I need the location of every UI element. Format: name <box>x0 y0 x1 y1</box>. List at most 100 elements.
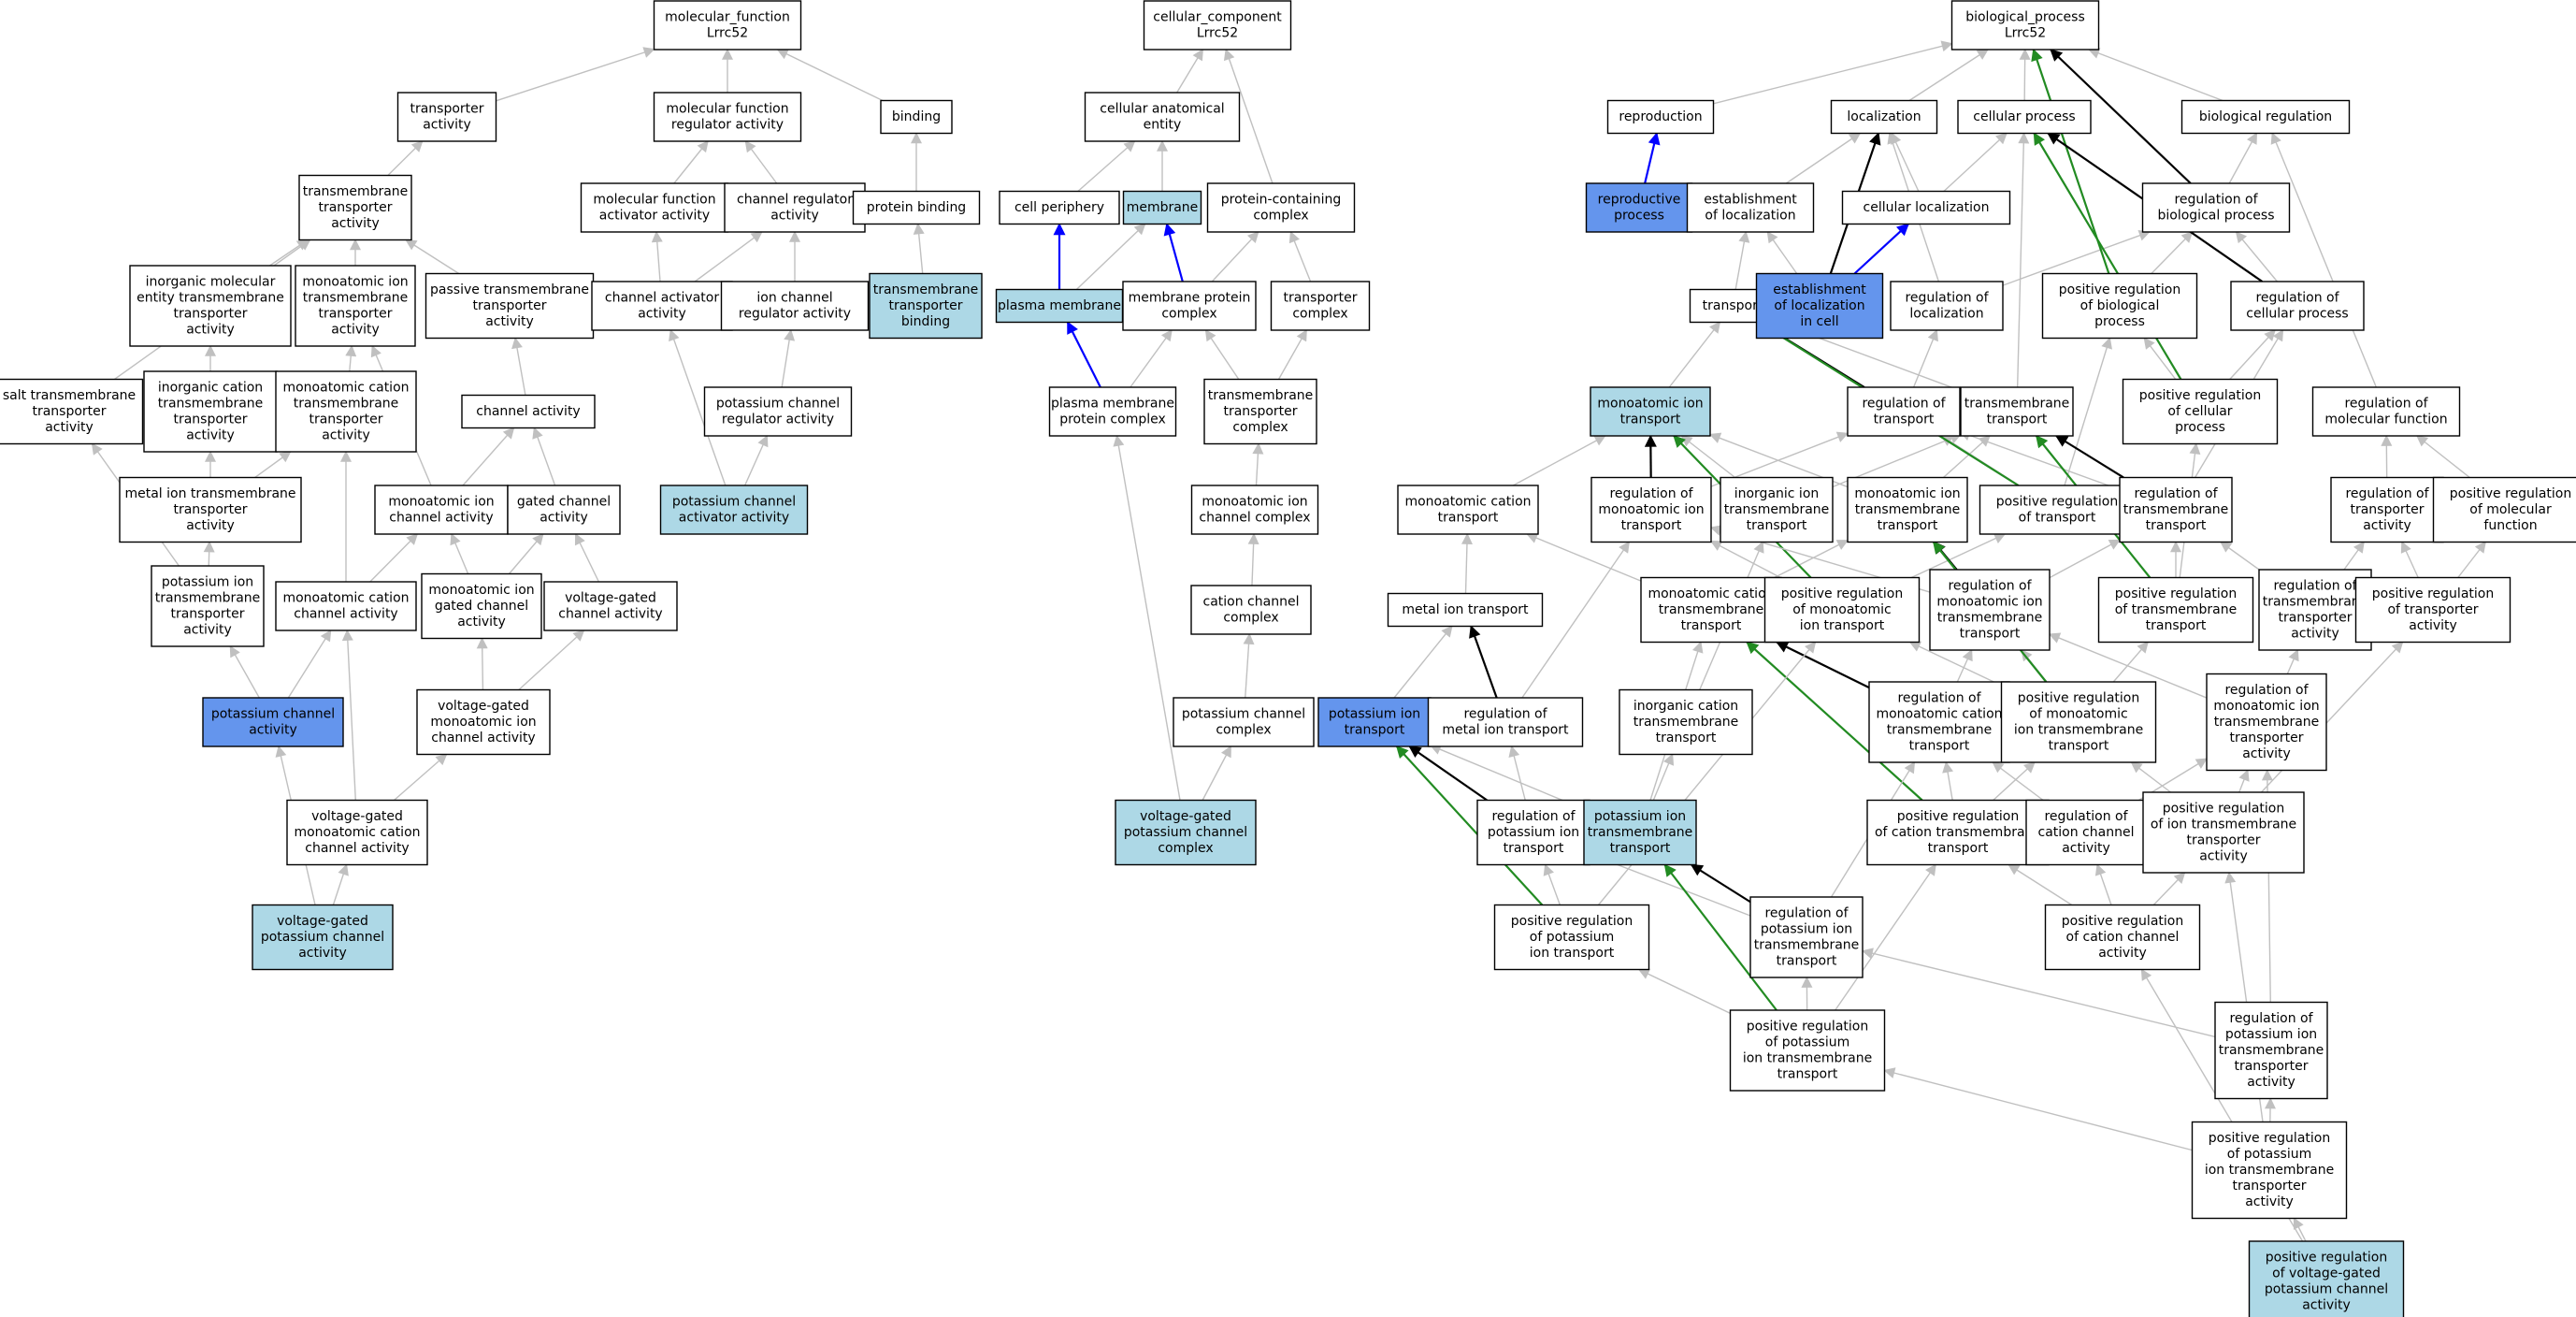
node-label-line: transporter <box>472 298 546 313</box>
go-term-node-pm[interactable]: plasma membrane <box>995 288 1124 324</box>
node-box <box>0 378 144 445</box>
go-term-node-pb[interactable]: protein binding <box>852 190 981 225</box>
edge-mpc-to-mem <box>1163 223 1184 282</box>
go-term-node-rep[interactable]: reproduction <box>1606 99 1715 135</box>
node-label-line: of ion transmembrane <box>2151 818 2296 832</box>
go-term-node-rtta[interactable]: regulation oftransmembranetransporteract… <box>2258 569 2372 651</box>
go-term-node-bind[interactable]: binding <box>880 99 953 135</box>
go-term-node-mit2[interactable]: metal ion transport <box>1387 592 1544 628</box>
go-term-node-icta[interactable]: inorganic cationtransmembranetransporter… <box>143 370 278 453</box>
go-term-node-cha[interactable]: channel activity <box>461 394 596 429</box>
go-term-node-mitra[interactable]: metal ion transmembranetransporteractivi… <box>119 476 302 543</box>
go-term-node-mctta[interactable]: monoatomic cationtransmembranetransporte… <box>275 370 417 453</box>
go-term-node-cellp[interactable]: cellular process <box>1957 99 2092 135</box>
go-term-node-breg[interactable]: biological regulation <box>2180 99 2351 135</box>
go-term-node-mitta[interactable]: monoatomic iontransmembranetransporterac… <box>295 265 416 347</box>
go-term-node-cl[interactable]: cellular localization <box>1841 190 2011 225</box>
go-term-node-pitta[interactable]: potassium iontransmembranetransporteract… <box>151 565 265 647</box>
go-term-node-cp[interactable]: cell periphery <box>999 190 1120 225</box>
go-term-node-loc[interactable]: localization <box>1830 99 1938 135</box>
go-term-node-mem[interactable]: membrane <box>1122 190 1202 225</box>
